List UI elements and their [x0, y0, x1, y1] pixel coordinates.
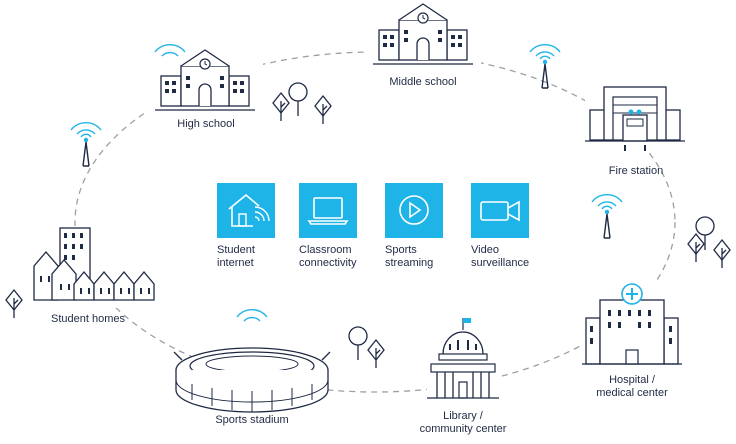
- fire-station-icon: [585, 85, 685, 151]
- service-label-line2: connectivity: [299, 257, 357, 269]
- service-label-line1: Sports: [385, 244, 417, 256]
- label-sports-stadium: Sports stadium: [215, 414, 289, 426]
- label-high-school: High school: [177, 118, 235, 130]
- label-library: Library / community center: [408, 410, 518, 436]
- student-homes-icon: [30, 226, 155, 308]
- stadium-wifi-icon: [236, 308, 268, 322]
- tree-icon: [288, 82, 308, 117]
- sports-stadium-icon: [173, 347, 331, 413]
- service-label: Sports streaming: [385, 244, 443, 270]
- hospital-icon: [582, 282, 682, 365]
- tree-icon: [5, 289, 23, 319]
- laptop-icon: [307, 197, 349, 225]
- tree-icon: [272, 92, 290, 122]
- video-camera-icon: [480, 200, 520, 222]
- service-label: Classroom connectivity: [299, 244, 357, 270]
- service-box: [385, 183, 443, 238]
- network-ring: [74, 51, 676, 393]
- service-sports-streaming: Sports streaming: [385, 183, 443, 270]
- house-wifi-icon: [228, 193, 270, 227]
- label-hospital: Hospital / medical center: [582, 374, 682, 400]
- label-hospital-line1: Hospital /: [609, 374, 655, 386]
- service-label-line1: Student: [217, 244, 255, 256]
- high-school-icon: [147, 46, 263, 118]
- service-label: Student internet: [217, 244, 275, 270]
- tree-icon: [314, 95, 332, 125]
- service-label-line1: Video: [471, 244, 499, 256]
- service-box: [299, 183, 357, 238]
- tree-icon: [687, 233, 705, 263]
- service-label-line2: internet: [217, 257, 254, 269]
- service-box: [471, 183, 529, 238]
- label-fire-station: Fire station: [608, 165, 664, 177]
- service-label-line2: surveillance: [471, 257, 530, 269]
- label-student-homes: Student homes: [51, 313, 125, 325]
- label-hospital-line2: medical center: [596, 387, 668, 399]
- library-icon: [427, 318, 499, 402]
- service-label-line2: streaming: [385, 257, 434, 269]
- tree-icon: [713, 239, 731, 269]
- cell-tower-icon: [591, 193, 623, 239]
- middle-school-icon: [365, 0, 481, 72]
- label-library-line2: community center: [419, 423, 507, 435]
- label-middle-school: Middle school: [389, 76, 457, 88]
- service-label-line1: Classroom: [299, 244, 352, 256]
- service-student-internet: Student internet: [217, 183, 275, 270]
- service-box: [217, 183, 275, 238]
- label-library-line1: Library /: [443, 410, 483, 422]
- service-classroom-connectivity: Classroom connectivity: [299, 183, 357, 270]
- tree-icon: [367, 339, 385, 369]
- service-label: Video surveillance: [471, 244, 529, 270]
- tree-icon: [348, 326, 368, 361]
- play-icon: [399, 195, 429, 225]
- service-video-surveillance: Video surveillance: [471, 183, 529, 270]
